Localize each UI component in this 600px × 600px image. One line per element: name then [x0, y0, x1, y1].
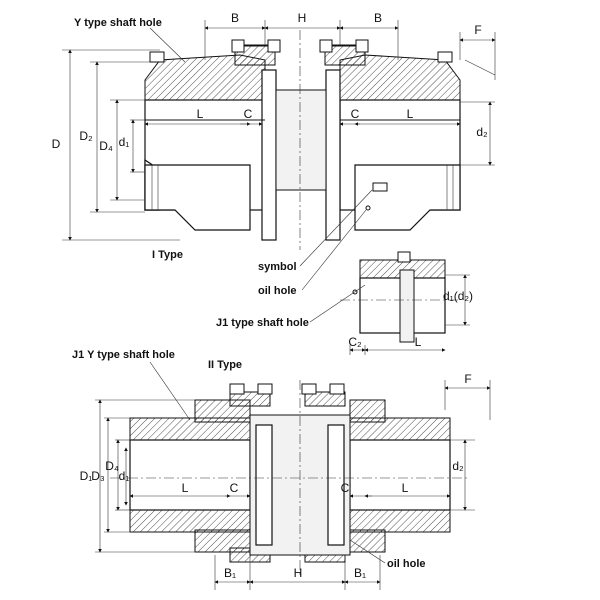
gear-gap — [275, 89, 327, 191]
ii-bolt-top-3 — [301, 383, 317, 395]
ii-right-flange-top — [349, 399, 386, 423]
j1-detail-view: C₂ L d₁(d₂) — [340, 251, 473, 355]
left-flange-top — [234, 44, 276, 66]
ii-bolt-top-2 — [257, 383, 273, 395]
type-2-view: J1 Y type shaft hole II Type — [72, 349, 491, 590]
detail-bolt — [397, 251, 411, 263]
dim-D: D — [52, 137, 61, 151]
ii-bolt-top-4 — [329, 383, 345, 395]
end-bolt-right — [437, 51, 453, 63]
dim-L-right: L — [407, 107, 414, 121]
ii-dim-D4: D₄ — [105, 459, 119, 473]
ii-right-bore — [349, 439, 451, 511]
label-type-2: II Type — [208, 359, 242, 371]
label-j1-type-shaft-hole: J1 type shaft hole — [216, 317, 309, 329]
dim-C2: C₂ — [348, 335, 362, 349]
dim-d1-d2: d₁(d₂) — [443, 289, 473, 303]
label-symbol: symbol — [258, 261, 297, 273]
ii-dim-D3: D₃ — [91, 469, 105, 483]
oil-hole-symbol — [372, 182, 388, 192]
dim-b-right: B — [374, 11, 382, 25]
bolt-top-1 — [231, 39, 245, 53]
label-j1-y-type-shaft-hole: J1 Y type shaft hole — [72, 349, 175, 361]
dim-b-left: B — [231, 11, 239, 25]
ii-bolt-top-1 — [229, 383, 245, 395]
dim-d1: d₁ — [119, 135, 130, 149]
dim-D2: D₂ — [79, 129, 93, 143]
dim-C-left: C — [244, 107, 253, 121]
ii-dim-d1: d₁ — [119, 469, 130, 483]
left-shaft-end — [261, 69, 277, 241]
detail-keyway — [399, 269, 415, 343]
dim-L-detail: L — [415, 335, 422, 349]
ii-dim-f: F — [464, 372, 471, 386]
ii-left-bore — [129, 439, 251, 511]
ii-right-ear-top — [304, 391, 346, 407]
dim-h: H — [298, 11, 307, 25]
end-bolt-left — [149, 51, 165, 63]
ii-dim-L-left: L — [182, 481, 189, 495]
ii-dim-H: H — [294, 566, 303, 580]
ii-dim-B1-right: B₁ — [354, 566, 366, 580]
bolt-top-2 — [267, 39, 281, 53]
ii-left-ear-top — [229, 391, 271, 407]
label-oil-hole-bottom: oil hole — [387, 558, 426, 570]
ii-dim-d2: d₂ — [452, 459, 464, 473]
label-type-1: I Type — [152, 249, 183, 261]
label-oil-hole-top: oil hole — [258, 285, 297, 297]
label-y-type-shaft-hole: Y type shaft hole — [74, 17, 162, 29]
ii-dim-C-left: C — [230, 481, 239, 495]
left-shell-bottom — [144, 164, 251, 231]
ii-left-sleeve-bottom — [129, 509, 251, 533]
ii-right-flange-bottom — [349, 529, 386, 553]
dim-D4: D₄ — [99, 139, 113, 153]
dim-f-top: F — [474, 23, 481, 37]
bolt-top-4 — [355, 39, 369, 53]
ii-dim-B1-left: B₁ — [224, 566, 236, 580]
dim-C-right: C — [351, 107, 360, 121]
oil-hole-marker — [365, 205, 371, 211]
bolt-top-3 — [319, 39, 333, 53]
right-shaft-end — [325, 69, 341, 241]
ii-right-sleeve-bottom — [349, 509, 451, 533]
right-shell-bottom — [354, 164, 461, 231]
right-flange-top — [324, 44, 366, 66]
dim-L-left: L — [197, 107, 204, 121]
ii-dim-D1: D₁ — [80, 469, 93, 483]
ii-dim-L-right: L — [402, 481, 409, 495]
type-1-view: B H B F D D₂ D₄ d₁ L C C L — [52, 11, 496, 261]
ii-dim-C-right: C — [341, 481, 350, 495]
dim-d2: d₂ — [476, 125, 488, 139]
